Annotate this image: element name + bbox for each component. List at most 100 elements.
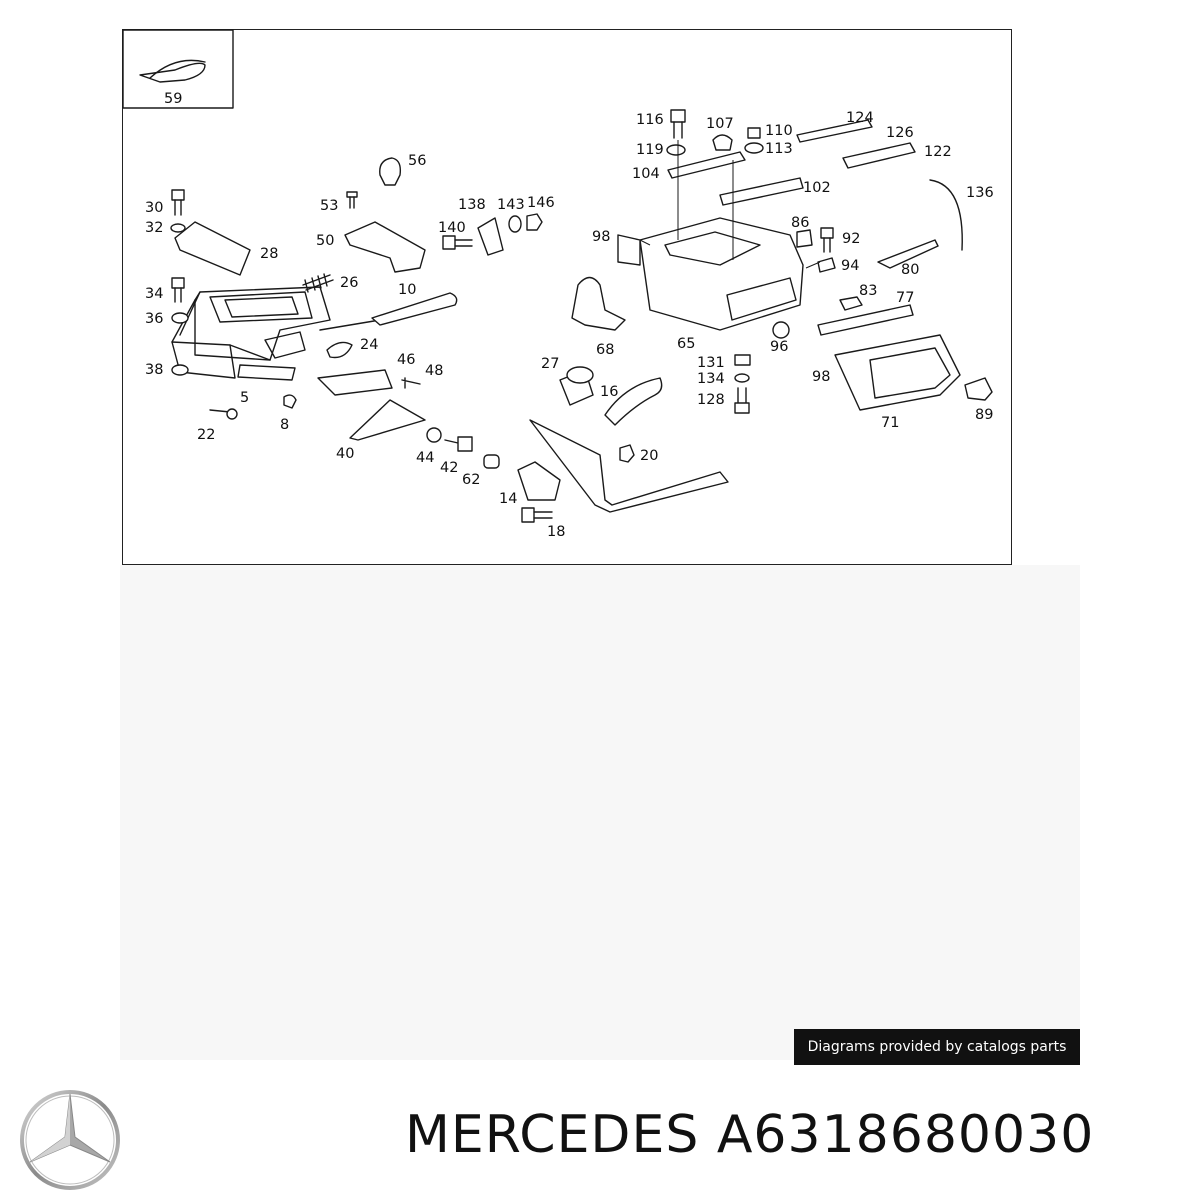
callout-134: 134 xyxy=(697,371,725,387)
callout-53: 53 xyxy=(320,198,338,214)
plate-40 xyxy=(349,399,426,441)
callout-40: 40 xyxy=(336,446,354,462)
callout-92: 92 xyxy=(842,231,860,247)
callout-104: 104 xyxy=(632,166,660,182)
screw-48 xyxy=(401,377,421,389)
nut-131 xyxy=(734,354,751,366)
spring-26 xyxy=(302,273,334,293)
callout-16: 16 xyxy=(600,384,618,400)
bolt-92 xyxy=(820,227,834,253)
callout-20: 20 xyxy=(640,448,658,464)
holder-68 xyxy=(571,276,626,331)
callout-107: 107 xyxy=(706,116,734,132)
callout-56: 56 xyxy=(408,153,426,169)
rail-102 xyxy=(719,177,804,206)
callout-122: 122 xyxy=(924,144,952,160)
nut-20 xyxy=(619,444,635,463)
callout-36: 36 xyxy=(145,311,163,327)
leader-lines xyxy=(639,140,821,269)
window-frame xyxy=(726,277,797,321)
callout-71: 71 xyxy=(881,415,899,431)
callout-143: 143 xyxy=(497,197,525,213)
panel-98-side xyxy=(834,334,961,411)
callout-32: 32 xyxy=(145,220,163,236)
callout-22: 22 xyxy=(197,427,215,443)
callout-46: 46 xyxy=(397,352,415,368)
cap-24 xyxy=(326,341,353,359)
cable-136 xyxy=(929,179,963,251)
callout-5: 5 xyxy=(240,390,249,406)
cap-62 xyxy=(483,454,500,469)
panel-98-top xyxy=(617,234,641,266)
callout-18: 18 xyxy=(547,524,565,540)
three-pointed-star-icon xyxy=(20,1090,120,1190)
callout-126: 126 xyxy=(886,125,914,141)
callout-27: 27 xyxy=(541,356,559,372)
callout-138: 138 xyxy=(458,197,486,213)
rail-126 xyxy=(842,142,916,169)
callout-80: 80 xyxy=(901,262,919,278)
washer-119 xyxy=(666,144,686,156)
block-14 xyxy=(517,461,561,501)
bolt-34 xyxy=(171,277,185,303)
rail-77 xyxy=(817,304,914,336)
callout-96: 96 xyxy=(770,339,788,355)
inset-box-59 xyxy=(122,29,234,109)
screw-53 xyxy=(346,191,358,209)
callout-38: 38 xyxy=(145,362,163,378)
callout-77: 77 xyxy=(896,290,914,306)
nut-146 xyxy=(526,213,543,231)
callout-124: 124 xyxy=(846,110,874,126)
lever-frame-assembly xyxy=(171,286,381,381)
bolt-140 xyxy=(442,235,473,250)
callout-89: 89 xyxy=(975,407,993,423)
washer-94 xyxy=(817,257,836,273)
callout-8: 8 xyxy=(280,417,289,433)
grommet-96 xyxy=(772,321,790,339)
bolt-128 xyxy=(734,387,750,414)
cap-86 xyxy=(796,229,813,248)
rod-80 xyxy=(877,239,939,269)
callout-136: 136 xyxy=(966,185,994,201)
rod-10 xyxy=(371,292,458,326)
callout-98a: 98 xyxy=(592,229,610,245)
callout-26: 26 xyxy=(340,275,358,291)
callout-119: 119 xyxy=(636,142,664,158)
washer-134 xyxy=(734,373,750,383)
callout-48: 48 xyxy=(425,363,443,379)
callout-10: 10 xyxy=(398,282,416,298)
knob-89 xyxy=(964,377,993,401)
callout-14: 14 xyxy=(499,491,517,507)
washer-44 xyxy=(426,427,442,443)
bracket-50 xyxy=(344,221,426,273)
strip-124 xyxy=(796,119,873,143)
part-number-title: MERCEDES A6318680030 xyxy=(405,1105,1095,1165)
callout-98b: 98 xyxy=(812,369,830,385)
callout-24: 24 xyxy=(360,337,378,353)
bolt-116 xyxy=(670,109,686,139)
callout-42: 42 xyxy=(440,460,458,476)
boot-16 xyxy=(604,377,663,426)
callout-94: 94 xyxy=(841,258,859,274)
page-background xyxy=(120,565,1080,1060)
callout-34: 34 xyxy=(145,286,163,302)
callout-113: 113 xyxy=(765,141,793,157)
screw-110 xyxy=(747,127,761,139)
callout-86: 86 xyxy=(791,215,809,231)
callout-131: 131 xyxy=(697,355,725,371)
callout-30: 30 xyxy=(145,200,163,216)
callout-68: 68 xyxy=(596,342,614,358)
washer-32 xyxy=(170,223,186,233)
bolt-42 xyxy=(444,436,473,452)
housing-65 xyxy=(639,217,804,331)
washer-113 xyxy=(744,142,764,154)
bolt-30 xyxy=(171,189,185,216)
callout-50: 50 xyxy=(316,233,334,249)
callout-140: 140 xyxy=(438,220,466,236)
screw-22 xyxy=(209,408,238,420)
callout-65: 65 xyxy=(677,336,695,352)
linkage-bracket-18 xyxy=(529,419,729,513)
washer-36 xyxy=(171,312,189,324)
washer-38 xyxy=(171,364,189,376)
